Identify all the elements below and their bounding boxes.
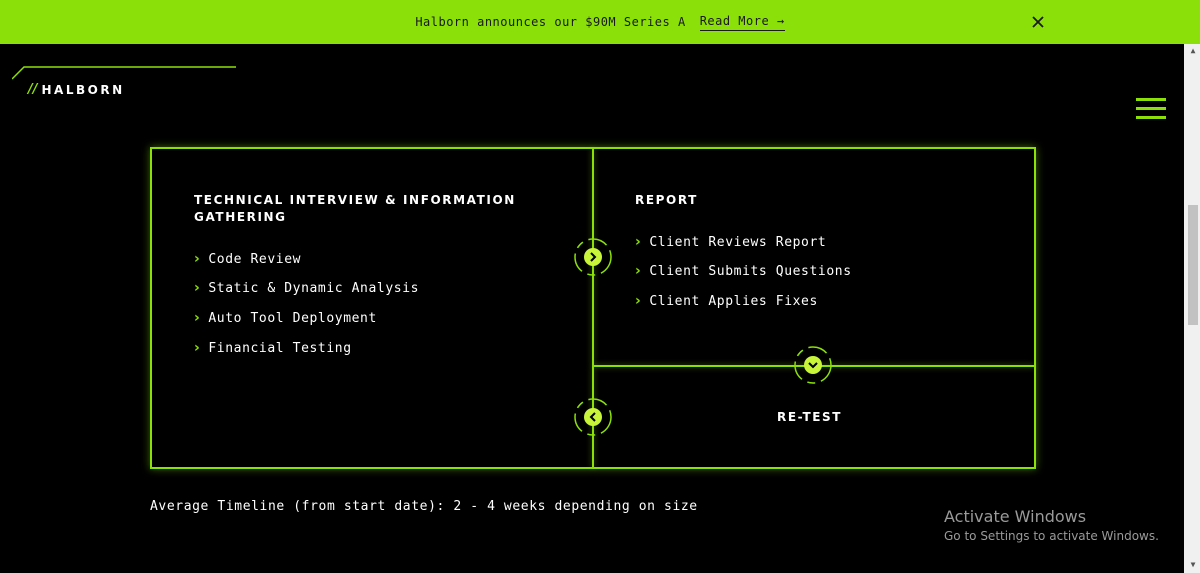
list-item: › Financial Testing <box>194 340 352 356</box>
halborn-logo[interactable]: // HALBORN <box>28 82 125 97</box>
list-item: › Client Applies Fixes <box>635 293 818 309</box>
close-icon[interactable] <box>1030 14 1046 30</box>
chevron-down-icon <box>808 362 818 369</box>
activate-windows-subtitle: Go to Settings to activate Windows. <box>944 529 1159 543</box>
announcement-bar: Halborn announces our $90M Series A Read… <box>0 0 1200 44</box>
list-item-label: Financial Testing <box>208 340 352 356</box>
flow-node-down <box>794 346 832 384</box>
chevron-right-icon: › <box>194 340 201 356</box>
activate-windows-title: Activate Windows <box>944 507 1087 526</box>
list-item: › Client Reviews Report <box>635 234 826 250</box>
list-item: › Static & Dynamic Analysis <box>194 280 419 296</box>
heading-line-1: TECHNICAL INTERVIEW & INFORMATION <box>194 193 516 207</box>
scroll-up-icon[interactable]: ▲ <box>1190 46 1196 55</box>
list-item: › Code Review <box>194 251 301 267</box>
chevron-right-icon: › <box>635 234 642 250</box>
chevron-right-icon: › <box>194 251 201 267</box>
scroll-down-icon[interactable]: ▼ <box>1190 560 1196 569</box>
list-item-label: Static & Dynamic Analysis <box>208 280 420 296</box>
list-item-label: Client Submits Questions <box>649 263 852 279</box>
list-item-label: Auto Tool Deployment <box>208 310 377 326</box>
list-item: › Auto Tool Deployment <box>194 310 377 326</box>
chevron-right-icon: › <box>194 310 201 326</box>
list-item-label: Client Applies Fixes <box>649 293 818 309</box>
average-timeline-text: Average Timeline (from start date): 2 - … <box>150 499 698 514</box>
diagram-divider-vertical <box>592 148 594 468</box>
list-item-label: Client Reviews Report <box>649 234 827 250</box>
heading-line-2: GATHERING <box>194 210 287 224</box>
read-more-link[interactable]: Read More → <box>699 14 785 31</box>
list-item-label: Code Review <box>208 251 302 267</box>
announcement-text: Halborn announces our $90M Series A <box>415 15 686 29</box>
logo-text: HALBORN <box>41 82 125 97</box>
hamburger-menu-icon[interactable] <box>1136 98 1166 120</box>
chevron-right-icon: › <box>635 293 642 309</box>
chevron-right-icon: › <box>635 263 642 279</box>
chevron-right-icon: › <box>194 280 201 296</box>
flow-node-right <box>574 238 612 276</box>
logo-slashes: // <box>28 82 38 97</box>
retest-heading: RE-TEST <box>777 410 843 424</box>
chevron-right-icon <box>590 252 597 262</box>
report-heading: REPORT <box>635 193 698 207</box>
chevron-left-icon <box>589 412 596 422</box>
scrollbar-thumb[interactable] <box>1188 205 1198 325</box>
flow-node-left <box>574 398 612 436</box>
technical-interview-heading: TECHNICAL INTERVIEW & INFORMATION GATHER… <box>194 192 516 226</box>
list-item: › Client Submits Questions <box>635 263 852 279</box>
logo-decor-line <box>12 66 236 80</box>
